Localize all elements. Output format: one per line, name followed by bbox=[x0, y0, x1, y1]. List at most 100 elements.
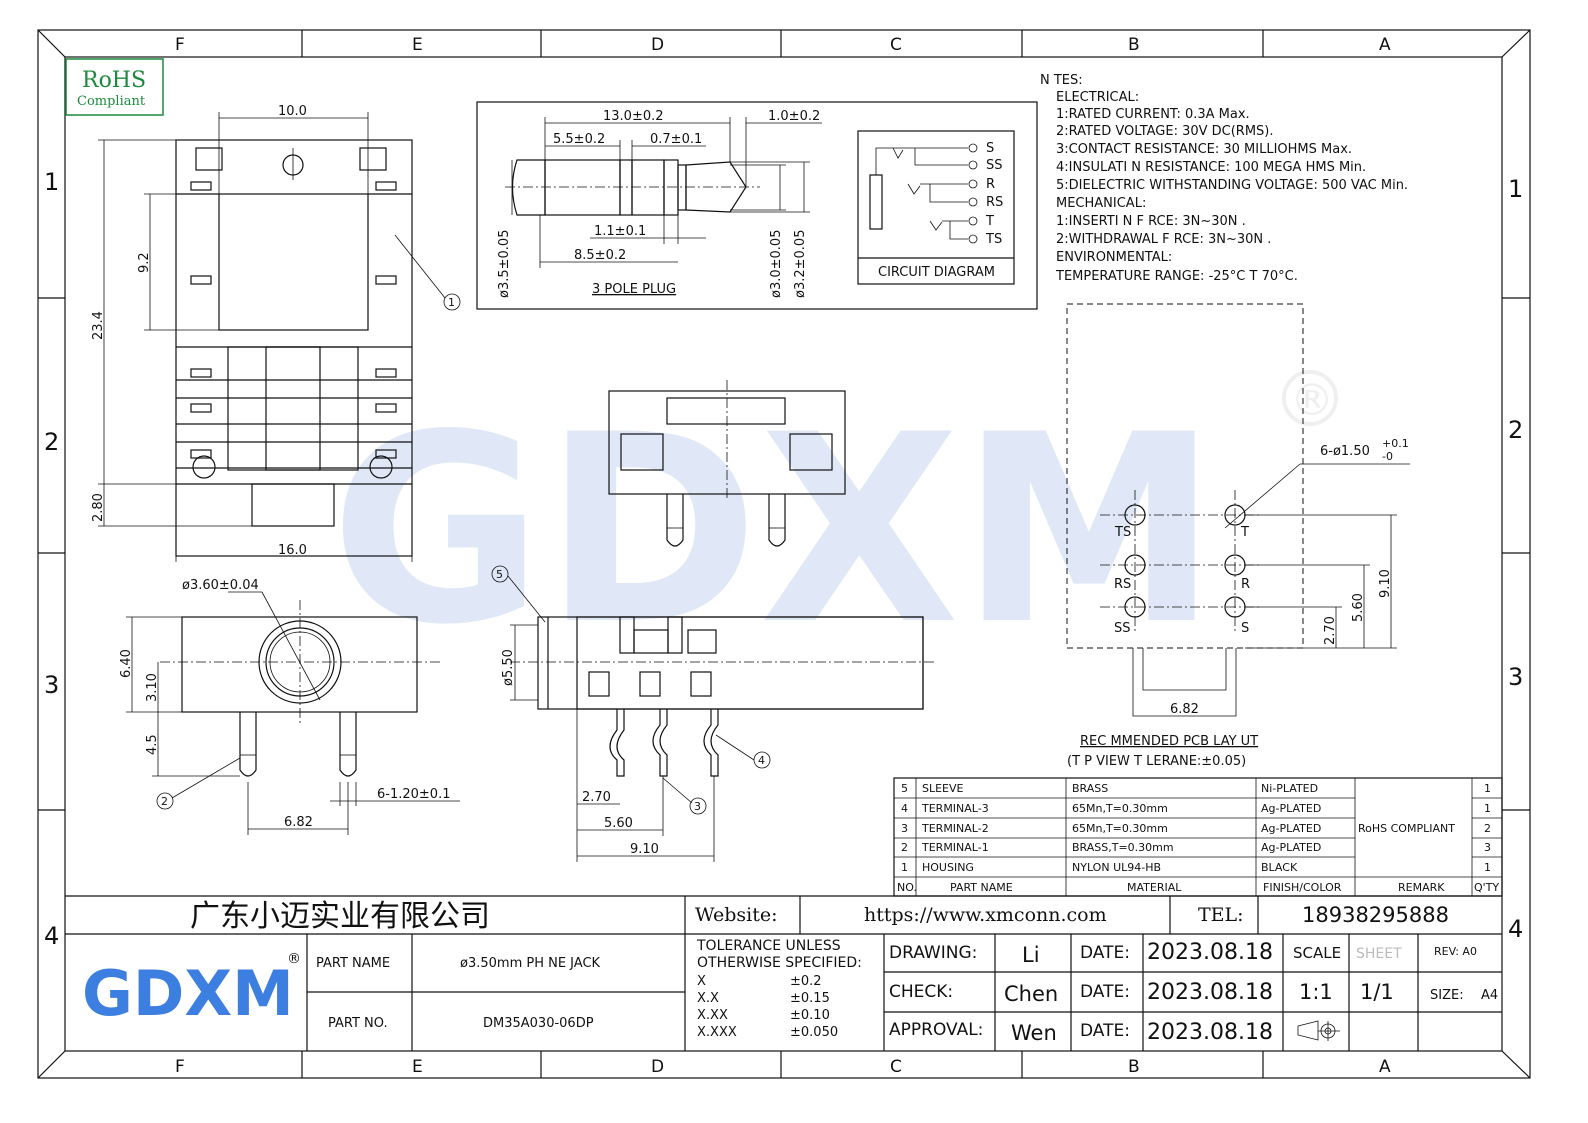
website-label: Website: bbox=[695, 904, 778, 926]
check-by: Chen bbox=[1004, 982, 1058, 1006]
bom-header-qty: Q'TY bbox=[1474, 881, 1499, 894]
pcb-caption: REC MMENDED PCB LAY UT bbox=[1080, 734, 1258, 749]
notes-line-9: ENVIRONMENTAL: bbox=[1056, 250, 1172, 265]
dim-10-0: 10.0 bbox=[278, 104, 307, 119]
notes-line-10: TEMPERATURE RANGE: -25°C T 70°C. bbox=[1055, 269, 1298, 284]
tolerance-xxx-val: ±0.10 bbox=[790, 1008, 830, 1023]
dim-23-4: 23.4 bbox=[91, 311, 106, 340]
circuit-pin-s: S bbox=[986, 141, 994, 156]
col-label-top-a: A bbox=[1379, 35, 1391, 55]
side-dim-2-70: 2.70 bbox=[582, 790, 611, 805]
rohs-logo-line1: RoHS bbox=[82, 68, 146, 93]
side-view: ø5.50 2.70 5.60 9.10 5 3 4 bbox=[491, 565, 935, 862]
bom-header-material: MATERIAL bbox=[1127, 881, 1182, 894]
plug-dim-d3-2: ø3.2±0.05 bbox=[793, 230, 808, 298]
pcb-hole-tol-plus: +0.1 bbox=[1382, 437, 1409, 450]
watermark-mark-text: ® bbox=[1290, 375, 1334, 426]
date-value-2: 2023.08.18 bbox=[1147, 980, 1273, 1005]
balloon-1-top: 1 bbox=[448, 296, 455, 309]
notes-line-6: MECHANICAL: bbox=[1056, 196, 1146, 211]
bom-row-2-qty: 3 bbox=[1484, 841, 1491, 854]
plug-dim-5-5: 5.5±0.2 bbox=[553, 132, 605, 147]
col-label-bot-f: F bbox=[175, 1057, 185, 1077]
row-label-right-4: 4 bbox=[1508, 915, 1523, 943]
col-label-top-e: E bbox=[412, 35, 423, 55]
col-label-bot-d: D bbox=[651, 1057, 664, 1077]
plug-drawing: 13.0±0.2 1.0±0.2 5.5±0.2 0.7±0.1 1.1±0.1… bbox=[476, 101, 1038, 310]
notes-line-1: 1:RATED CURRENT: 0.3A Max. bbox=[1056, 107, 1250, 122]
pcb-dim-2-70: 2.70 bbox=[1323, 616, 1338, 645]
bom-row-4-finish: Ag-PLATED bbox=[1261, 802, 1321, 815]
col-label-top-b: B bbox=[1128, 35, 1140, 55]
row-label-right-3: 3 bbox=[1508, 663, 1523, 691]
front-dim-6-82: 6.82 bbox=[284, 815, 313, 830]
bom-row-2-no: 2 bbox=[901, 841, 908, 854]
row-label-left-3: 3 bbox=[44, 671, 59, 699]
tolerance-x-val: ±0.2 bbox=[790, 974, 822, 989]
dim-16-0: 16.0 bbox=[278, 543, 307, 558]
bom-row-5-qty: 1 bbox=[1484, 782, 1491, 795]
date-label-3: DATE: bbox=[1080, 1021, 1130, 1041]
circuit-pin-ss: SS bbox=[986, 158, 1003, 173]
front-dim-d3-60: ø3.60±0.04 bbox=[182, 578, 259, 593]
rohs-logo: RoHS Compliant bbox=[65, 58, 164, 116]
circuit-pin-t: T bbox=[985, 214, 994, 229]
bom-row-3-qty: 2 bbox=[1484, 822, 1491, 835]
col-label-top-d: D bbox=[651, 35, 664, 55]
tolerance-x-key: X bbox=[697, 974, 706, 989]
col-label-bot-a: A bbox=[1379, 1057, 1391, 1077]
col-label-bot-e: E bbox=[412, 1057, 423, 1077]
notes-line-5: 5:DIELECTRIC WITHSTANDING VOLTAGE: 500 V… bbox=[1056, 178, 1408, 193]
pcb-pin-s: S bbox=[1241, 621, 1249, 636]
plug-dim-1-1: 1.1±0.1 bbox=[594, 224, 646, 239]
top-view: 10.0 9.2 23.4 2.80 16.0 1 bbox=[91, 104, 461, 562]
approval-by: Wen bbox=[1011, 1021, 1057, 1045]
plug-dim-d3-0: ø3.0±0.05 bbox=[769, 230, 784, 298]
balloon-3: 3 bbox=[694, 800, 701, 813]
bom-row-3-finish: Ag-PLATED bbox=[1261, 822, 1321, 835]
row-label-right-2: 2 bbox=[1508, 416, 1523, 444]
circuit-pin-ts: TS bbox=[985, 232, 1002, 247]
plug-caption: 3 POLE PLUG bbox=[592, 282, 676, 297]
website-value: https://www.xmconn.com bbox=[864, 904, 1107, 926]
pcb-hole-dim: 6-ø1.50 bbox=[1320, 444, 1370, 459]
tolerance-xx-val: ±0.15 bbox=[790, 991, 830, 1006]
sheet-frame: F E D C B A F E D C B A 1 2 3 4 1 2 3 4 bbox=[37, 29, 1531, 1079]
bom-row-4-qty: 1 bbox=[1484, 802, 1491, 815]
part-name-value: ø3.50mm PH NE JACK bbox=[460, 956, 601, 971]
tolerance-title-2: OTHERWISE SPECIFIED: bbox=[697, 955, 862, 971]
notes-line-0: ELECTRICAL: bbox=[1056, 90, 1139, 105]
col-label-top-f: F bbox=[175, 35, 185, 55]
company-logo: GDXM bbox=[82, 957, 294, 1030]
row-label-right-1: 1 bbox=[1508, 175, 1523, 203]
bom-row-2-part: TERMINAL-1 bbox=[921, 841, 989, 854]
row-label-left-4: 4 bbox=[44, 922, 59, 950]
bom-row-1-no: 1 bbox=[901, 861, 908, 874]
tolerance-xxxx-key: X.XXX bbox=[697, 1025, 737, 1040]
pcb-dim-6-82: 6.82 bbox=[1170, 702, 1199, 717]
rev-value: REV: A0 bbox=[1434, 945, 1477, 958]
pcb-pin-r: R bbox=[1241, 577, 1250, 592]
tolerance-xxxx-val: ±0.050 bbox=[790, 1025, 838, 1040]
tolerance-xx-key: X.X bbox=[697, 991, 719, 1006]
circuit-pin-r: R bbox=[986, 177, 995, 192]
pcb-dim-5-60: 5.60 bbox=[1351, 593, 1366, 622]
bom-row-5-part: SLEEVE bbox=[922, 782, 964, 795]
row-label-left-1: 1 bbox=[44, 168, 59, 196]
front-dim-pins: 6-1.20±0.1 bbox=[377, 787, 450, 802]
watermark-text: GDXM bbox=[330, 380, 1218, 682]
plug-dim-d3-5: ø3.5±0.05 bbox=[497, 230, 512, 298]
part-no-value: DM35A030-06DP bbox=[483, 1016, 594, 1031]
pcb-pin-ts: TS bbox=[1114, 525, 1131, 540]
sheet-label: SHEET bbox=[1356, 946, 1402, 962]
bom-row-5-finish: Ni-PLATED bbox=[1261, 782, 1318, 795]
date-label-2: DATE: bbox=[1080, 982, 1130, 1002]
side-dim-9-10: 9.10 bbox=[630, 842, 659, 857]
col-label-bot-b: B bbox=[1128, 1057, 1140, 1077]
bom-row-3-no: 3 bbox=[901, 822, 908, 835]
bom-row-1-part: HOUSING bbox=[922, 861, 974, 874]
date-value-1: 2023.08.18 bbox=[1147, 940, 1273, 965]
bom-remark: RoHS COMPLIANT bbox=[1358, 822, 1455, 835]
bom-row-4-material: 65Mn,T=0.30mm bbox=[1072, 802, 1168, 815]
